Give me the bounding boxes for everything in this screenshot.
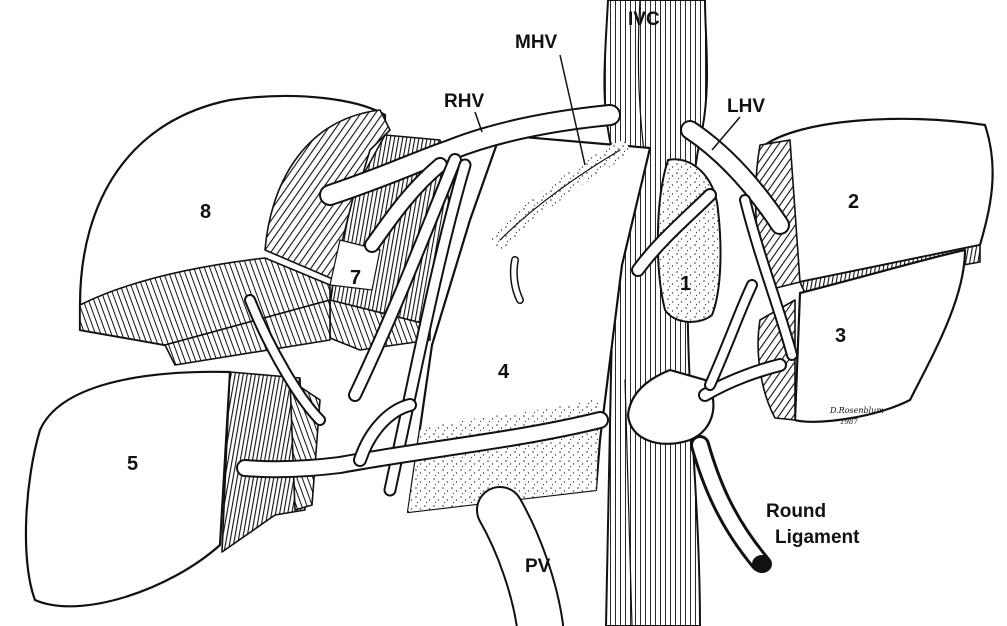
segment-2-label: 2 [848, 191, 859, 213]
segment-4-label: 4 [498, 361, 510, 383]
pv-label: PV [525, 556, 551, 577]
ivc-label: IVC [628, 9, 660, 30]
segment-8-label: 8 [200, 201, 211, 223]
mhv-label: MHV [515, 32, 558, 53]
segment-5-label: 5 [127, 453, 138, 475]
artist-signature: D.Rosenblum [829, 406, 884, 415]
round-ligament-label-line1: Round [766, 501, 826, 522]
segment-7-label: 7 [350, 267, 361, 289]
lhv-label: LHV [727, 96, 765, 117]
rhv-label: RHV [444, 91, 484, 112]
round-ligament-label-line2: Ligament [775, 527, 860, 548]
segment-1-label: 1 [680, 273, 691, 295]
artist-signature-year: 1987 [840, 418, 858, 426]
segment-3-label: 3 [835, 325, 846, 347]
segment-5 [26, 372, 320, 606]
